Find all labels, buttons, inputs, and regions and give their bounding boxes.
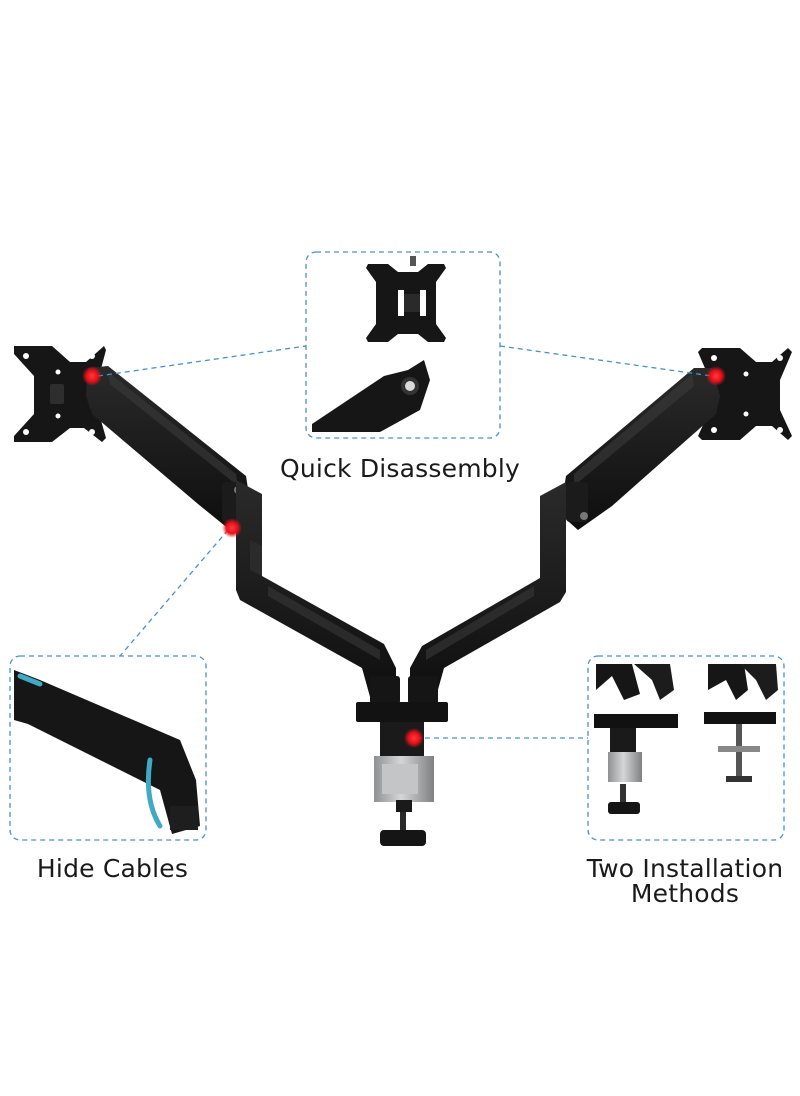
desk-clamp-icon: [356, 702, 448, 846]
hide-cables-label: Hide Cables: [36, 854, 189, 883]
callout-lines: [97, 345, 713, 739]
quick-disassembly-label: Quick Disassembly: [280, 454, 520, 483]
two-installation-line2: Methods: [630, 879, 740, 908]
hide-cables-inset: [9, 655, 207, 841]
two-installation-line1: Two Installation: [586, 854, 784, 883]
left-lower-arm: [236, 480, 400, 704]
vesa-plate-left-icon: [14, 346, 106, 442]
left-upper-arm: [86, 366, 252, 530]
two-installation-methods-label: Two Installation Methods: [570, 856, 800, 906]
hotspot-markers: [82, 366, 726, 748]
quick-disassembly-inset: [305, 251, 501, 439]
right-lower-arm: [408, 482, 566, 704]
two-installation-inset: [587, 655, 785, 841]
right-upper-arm: [560, 368, 720, 530]
